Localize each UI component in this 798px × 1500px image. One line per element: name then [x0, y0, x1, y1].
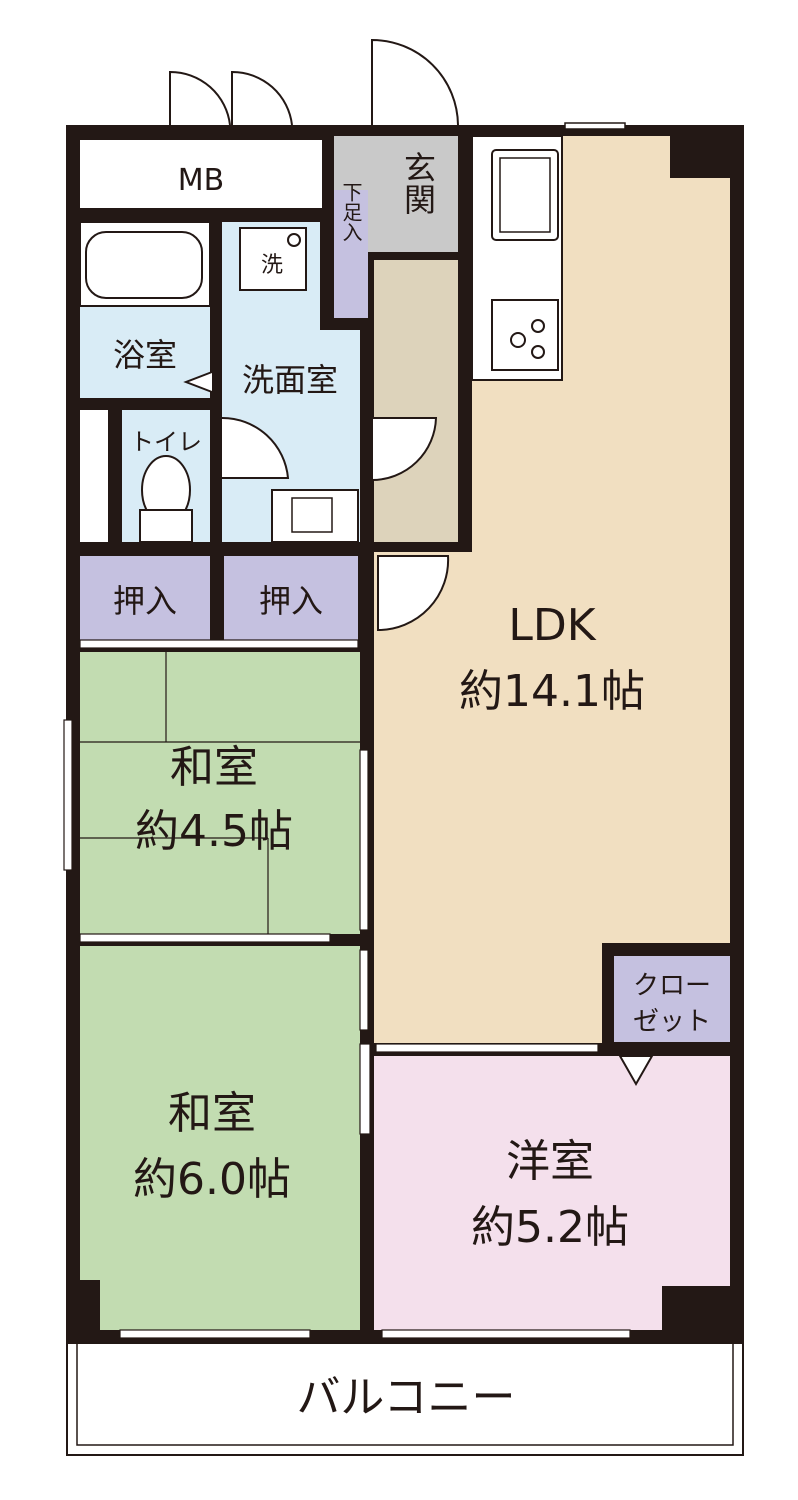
- genkan-text: 玄関: [399, 151, 437, 215]
- small-closet: [80, 410, 108, 542]
- bath-label: 浴室: [113, 336, 177, 374]
- washitsu-1-size: 約4.5帖: [135, 806, 293, 857]
- closet-label-line2: ゼット: [633, 1007, 711, 1037]
- shoe-box-text: 下足入: [339, 182, 363, 242]
- shoe-box-label: 下足入: [339, 182, 363, 242]
- closet-label-line1: クロー: [633, 971, 711, 1001]
- stove-burner-icon: [531, 345, 545, 359]
- washer-circle-icon: [287, 233, 301, 247]
- washer-label: 洗: [261, 253, 283, 278]
- closet: [614, 956, 730, 1042]
- toilet-label: トイレ: [130, 428, 202, 456]
- washitsu-1: [80, 652, 360, 934]
- washitsu-2: [80, 946, 360, 1330]
- ldk-room: [374, 136, 730, 1043]
- mb-room: [80, 140, 322, 208]
- stove-burner-icon: [510, 332, 526, 348]
- kitchen-counter: [471, 135, 563, 381]
- washitsu-2-name: 和室: [168, 1088, 256, 1139]
- balcony-label: バルコニー: [296, 1372, 515, 1423]
- washroom-label: 洗面室: [242, 361, 338, 399]
- inner-doors: [183, 371, 654, 1087]
- toilet-fixture: [139, 455, 193, 543]
- youshitsu-name: 洋室: [506, 1136, 594, 1187]
- balcony-inner-line: [76, 1342, 734, 1446]
- washitsu-2-size: 約6.0帖: [133, 1154, 291, 1205]
- ldk-size: 約14.1帖: [459, 666, 645, 717]
- oshiire-1-label: 押入: [113, 582, 177, 620]
- tatami-lines: [80, 652, 360, 934]
- top-doors: [169, 38, 626, 130]
- corridor: [374, 260, 458, 542]
- shoe-box: [334, 190, 368, 318]
- youshitsu-size: 約5.2帖: [471, 1202, 629, 1253]
- oshiire-2-label: 押入: [259, 582, 323, 620]
- washitsu-1-name: 和室: [170, 742, 258, 793]
- stove-burner-icon: [531, 319, 545, 333]
- washer: [239, 227, 307, 291]
- windows: [63, 639, 631, 1339]
- balcony: [66, 1342, 744, 1456]
- oshiire-1: [80, 556, 210, 640]
- genkan-label: 玄関: [399, 151, 437, 215]
- oshiire-2: [224, 556, 358, 640]
- mb-label: MB: [178, 163, 224, 198]
- wash-basin: [271, 489, 359, 543]
- youshitsu-room: [374, 1056, 730, 1330]
- bathtub: [79, 221, 211, 307]
- ldk-name: LDK: [508, 600, 596, 651]
